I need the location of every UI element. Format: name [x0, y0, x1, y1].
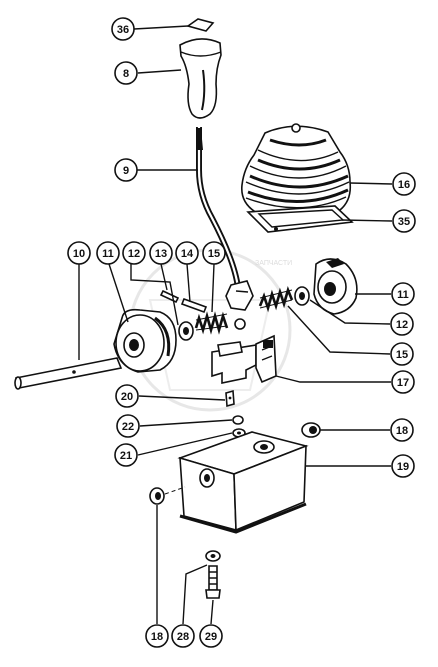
- svg-text:28: 28: [177, 631, 189, 643]
- part-29-bolt: [205, 565, 221, 599]
- svg-text:9: 9: [123, 165, 129, 177]
- callout-28: 28: [171, 624, 195, 648]
- svg-text:15: 15: [396, 349, 408, 361]
- part-14-pin: [180, 297, 208, 314]
- callout-21: 21: [114, 443, 138, 467]
- svg-text:10: 10: [73, 248, 85, 260]
- part-19-housing: [177, 431, 309, 534]
- svg-text:21: 21: [120, 450, 132, 462]
- part-11-left-housing: [113, 308, 177, 373]
- callout-16: 16: [392, 172, 416, 196]
- part-17-bracket: [211, 334, 277, 384]
- callout-14: 14: [175, 241, 199, 265]
- svg-text:35: 35: [398, 216, 410, 228]
- part-18-right-plug: [301, 422, 321, 438]
- svg-text:36: 36: [117, 24, 129, 36]
- svg-text:20: 20: [121, 391, 133, 403]
- part-15-left-spring: [194, 311, 229, 335]
- leader-lines: [78, 25, 393, 625]
- svg-text:16: 16: [398, 179, 410, 191]
- callout-35: 35: [392, 209, 416, 233]
- callout-13: 13: [149, 241, 173, 265]
- callout-15-right: 15: [390, 342, 414, 366]
- svg-text:12: 12: [128, 248, 140, 260]
- svg-text:22: 22: [122, 421, 134, 433]
- part-15-right-spring: [258, 285, 294, 313]
- callout-11-right: 11: [391, 282, 415, 306]
- callout-9: 9: [114, 158, 138, 182]
- svg-text:13: 13: [155, 248, 167, 260]
- svg-text:18: 18: [151, 631, 163, 643]
- part-16-boot: [240, 123, 352, 220]
- svg-text:19: 19: [397, 461, 409, 473]
- callout-8: 8: [114, 61, 138, 85]
- svg-text:29: 29: [205, 631, 217, 643]
- part-11-right-housing: [313, 258, 358, 315]
- svg-text:12: 12: [396, 319, 408, 331]
- part-28-washer: [205, 550, 221, 562]
- svg-text:15: 15: [208, 248, 220, 260]
- svg-text:11: 11: [102, 248, 114, 260]
- callout-11-left: 11: [96, 241, 120, 265]
- callout-10: 10: [67, 241, 91, 265]
- svg-text:8: 8: [123, 68, 129, 80]
- callout-19: 19: [391, 454, 415, 478]
- callout-36: 36: [111, 17, 135, 41]
- part-12-left-washer: [178, 321, 194, 341]
- callout-12-right: 12: [390, 312, 414, 336]
- part-9-lever-rod: [196, 127, 254, 330]
- svg-text:14: 14: [181, 248, 194, 260]
- callout-29: 29: [199, 624, 223, 648]
- part-12-right-washer: [294, 286, 310, 306]
- svg-text:17: 17: [397, 377, 409, 389]
- callout-18-right: 18: [390, 418, 414, 442]
- part-8-knob: [179, 38, 222, 119]
- callout-18-left: 18: [145, 624, 169, 648]
- part-22-washer: [232, 415, 244, 425]
- callouts: 36 8 9 16 35 10 11 12: [67, 17, 416, 648]
- part-18-left-plug: [149, 486, 186, 505]
- callout-17: 17: [391, 370, 415, 394]
- part-10-rail: [14, 357, 123, 390]
- part-36-cap: [186, 18, 215, 32]
- part-20-bolt: [225, 389, 235, 408]
- callout-20: 20: [115, 384, 139, 408]
- callout-15-left: 15: [202, 241, 226, 265]
- callout-22: 22: [116, 414, 140, 438]
- callout-12-left: 12: [122, 241, 146, 265]
- svg-text:11: 11: [397, 289, 409, 301]
- svg-text:18: 18: [396, 425, 408, 437]
- watermark-text: ЗАПЧАСТИ: [255, 260, 292, 267]
